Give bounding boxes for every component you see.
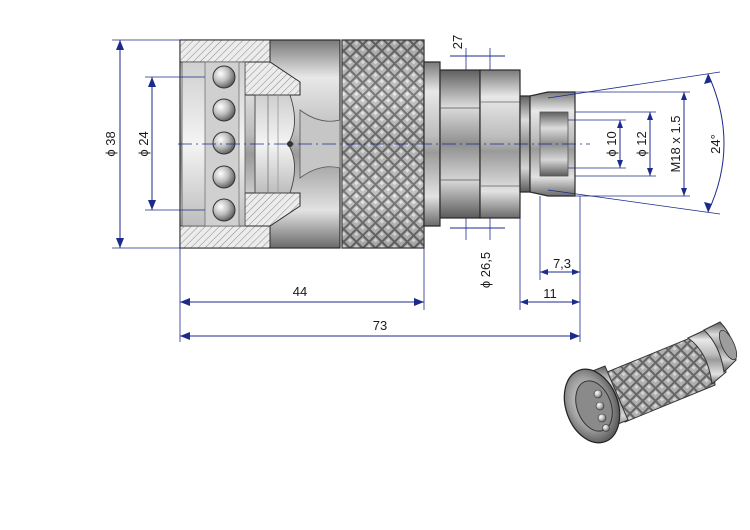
dim-dia-24: ϕ 24 <box>136 131 151 156</box>
ball-3 <box>212 131 236 155</box>
dim-dia-26-5: ϕ 26,5 <box>478 252 493 288</box>
locking-balls <box>212 65 236 222</box>
dim-angle-24: 24° <box>708 134 723 154</box>
dim-73: 73 <box>373 318 387 333</box>
section-bottom-wall <box>179 225 271 249</box>
dimension-lines: ϕ 38 ϕ 24 27 ϕ 26,5 44 73 <box>103 35 725 342</box>
valve-cone <box>299 109 341 179</box>
coupler-isometric-view <box>563 321 738 444</box>
ball-2 <box>212 98 236 122</box>
ball-5 <box>212 198 236 222</box>
dim-dia-12: ϕ 12 <box>634 131 649 156</box>
dim-11: 11 <box>543 286 557 301</box>
dim-dia-38: ϕ 38 <box>103 131 118 156</box>
coupler-side-view <box>178 39 590 249</box>
section-top-wall <box>179 39 271 63</box>
dim-thread: M18 x 1.5 <box>668 115 683 172</box>
dim-44: 44 <box>293 284 307 299</box>
valve-tip <box>287 141 293 147</box>
ball-1 <box>212 65 236 89</box>
ball-4 <box>212 165 236 189</box>
dim-27: 27 <box>450 35 465 49</box>
dim-dia-10: ϕ 10 <box>604 131 619 156</box>
dim-7-3: 7,3 <box>553 256 571 271</box>
